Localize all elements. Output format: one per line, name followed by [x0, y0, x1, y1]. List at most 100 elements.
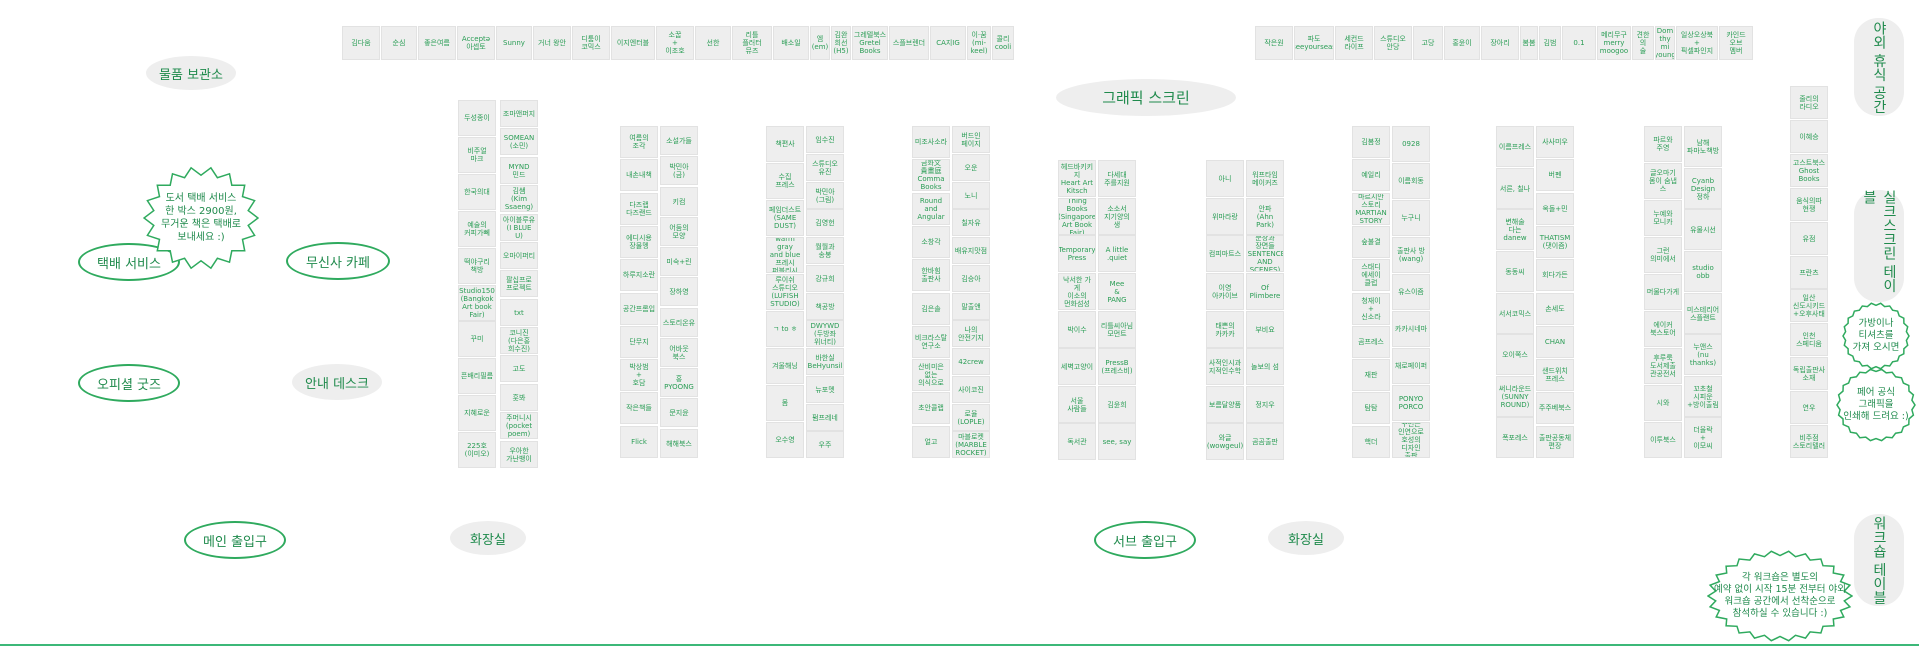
booth[interactable]: 와글 (wowgeul)	[1206, 423, 1244, 460]
booth[interactable]: THATISM (댓이즘)	[1536, 226, 1574, 258]
booth[interactable]: 스태디 에세이 클럽	[1352, 259, 1390, 291]
booth[interactable]: 거너 왕안	[533, 26, 571, 60]
booth[interactable]: 홍윤이	[1444, 26, 1480, 60]
booth[interactable]: 독립출판사 소재	[1790, 357, 1828, 390]
booth[interactable]: 다세대 주를지원	[1098, 160, 1136, 197]
booth[interactable]: 파르와 주영	[1644, 126, 1682, 162]
booth[interactable]: 비주점 스토리텔러	[1790, 425, 1828, 458]
booth[interactable]: 박민아 (그림)	[806, 182, 844, 209]
booth[interactable]: Dom thy mi young	[1655, 26, 1675, 60]
graphic-screen[interactable]: 그래픽 스크린	[1056, 79, 1236, 116]
booth[interactable]: Round and Angular	[912, 193, 950, 225]
booth[interactable]: 서울 사람들	[1058, 386, 1096, 423]
booth[interactable]: 주머니시 (pocket poem)	[500, 412, 538, 439]
booth[interactable]: 42crew	[952, 348, 990, 375]
booth[interactable]: Cyanb Design 정하	[1684, 168, 1722, 209]
booth[interactable]: 수집 프레스	[766, 163, 804, 199]
workshop-table[interactable]: 워크숍 테이블	[1854, 514, 1904, 606]
booth[interactable]: studio obb	[1684, 251, 1722, 292]
booth[interactable]: 고스트북스 Ghost Books	[1790, 154, 1828, 187]
silkscreen-table[interactable]: 실크스크린 테이블	[1854, 190, 1904, 302]
booth[interactable]: 이투북스	[1644, 422, 1682, 458]
booth[interactable]: Temporary Press	[1058, 235, 1096, 272]
booth[interactable]: 이름프레스	[1496, 126, 1534, 167]
booth[interactable]: 월월과 송봉	[806, 237, 844, 264]
booth[interactable]: 서서코믹스	[1496, 293, 1534, 334]
booth[interactable]: 여름의 조각	[620, 126, 658, 158]
booth[interactable]: Flick	[620, 426, 658, 458]
booth[interactable]: 출판사 방 (wang)	[1392, 237, 1430, 273]
booth[interactable]: 핵더	[1352, 426, 1390, 458]
booth[interactable]: 꼬초철 시피운 +방이출림	[1684, 376, 1722, 417]
booth[interactable]: 이혜승	[1790, 120, 1828, 153]
booth[interactable]: 몸	[766, 385, 804, 421]
booth[interactable]: 리틀씨아님 모먼트	[1098, 311, 1136, 348]
booth[interactable]: 낙서한 가 게 이소의 먼화섬성	[1058, 273, 1096, 310]
booth[interactable]: 샌드위치 프레스	[1536, 359, 1574, 391]
booth[interactable]: Studio150 (Bangkok Art book Fair)	[458, 285, 496, 321]
booth[interactable]: 회다가든	[1536, 259, 1574, 291]
booth[interactable]: 손세도	[1536, 293, 1574, 325]
booth[interactable]: Thing Books (Singapore Art Book Fair)	[1058, 198, 1096, 235]
booth[interactable]: 곰곰출판	[1246, 423, 1284, 460]
booth[interactable]: 써니라운드 (SUNNY ROUND)	[1496, 376, 1534, 417]
booth[interactable]: see, say	[1098, 423, 1136, 460]
booth[interactable]: 김다움	[342, 26, 380, 60]
booth[interactable]: 겨울해닝	[766, 348, 804, 384]
booth[interactable]: 픈배리필름	[458, 358, 496, 394]
booth[interactable]: 컴피마트스	[1206, 235, 1244, 272]
booth[interactable]: 김윤희	[1098, 386, 1136, 423]
booth[interactable]: 박민아 (금)	[660, 156, 698, 185]
booth[interactable]: 책공방	[806, 293, 844, 320]
booth[interactable]: 칠자유	[952, 209, 990, 236]
booth[interactable]: Of Plimbere	[1246, 273, 1284, 310]
booth[interactable]: 리틀 플러터 뮤즈	[732, 26, 772, 60]
booth[interactable]: 소소서 지기양의 생	[1098, 198, 1136, 235]
booth[interactable]: 보름달양품	[1206, 386, 1244, 423]
booth[interactable]: 부비요	[1246, 311, 1284, 348]
booth[interactable]: 내손내책	[620, 159, 658, 191]
booth[interactable]: 작은원	[1255, 26, 1293, 60]
booth[interactable]: 후루룩 도서제출 관공전서	[1644, 348, 1682, 384]
booth[interactable]: 그런 의미에서	[1644, 237, 1682, 273]
booth[interactable]: 인천 스페디움	[1790, 323, 1828, 356]
booth[interactable]: 로율 (LOPLE)	[952, 404, 990, 431]
booth[interactable]: 펌프레네	[806, 404, 844, 431]
booth[interactable]: CHAN	[1536, 326, 1574, 358]
booth[interactable]: 채로페이퍼	[1392, 348, 1430, 384]
booth[interactable]: 조마앤퍼지	[500, 100, 538, 127]
booth[interactable]: 곰프레스	[1352, 326, 1390, 358]
booth[interactable]: 우주	[806, 431, 844, 458]
booth[interactable]: 좋은여름	[418, 26, 456, 60]
booth[interactable]: A little .quiet	[1098, 235, 1136, 272]
booth[interactable]: 정지우	[1246, 386, 1284, 423]
booth[interactable]: 이영 아카이브	[1206, 273, 1244, 310]
booth[interactable]: 카카시네마	[1392, 311, 1430, 347]
booth[interactable]: 동동씨	[1496, 251, 1534, 292]
booth[interactable]: Sunny	[496, 26, 532, 60]
booth[interactable]: 줄리의 라디오	[1790, 86, 1828, 119]
booth[interactable]: 버드인 페이지	[952, 126, 990, 153]
booth[interactable]: 노니	[952, 182, 990, 209]
booth[interactable]: 주주베북스	[1536, 392, 1574, 424]
booth[interactable]: 청재이 + 신소라	[1352, 293, 1390, 325]
booth[interactable]: 김봄정	[1352, 126, 1390, 158]
booth[interactable]: 헤드바키키 지 Heart Art Kitsch	[1058, 160, 1096, 197]
booth[interactable]: 작은책들	[620, 392, 658, 424]
booth[interactable]: 마블로켓 (MARBLE ROCKET)	[952, 431, 990, 458]
booth[interactable]: Mee & PANG	[1098, 273, 1136, 310]
main-entrance[interactable]: 메인 출입구	[184, 521, 286, 559]
booth[interactable]: 우아한 가난뱅이	[500, 441, 538, 468]
booth[interactable]: 이름회동	[1392, 163, 1430, 199]
booth[interactable]: 나의 안전기지	[952, 320, 990, 347]
booth[interactable]: 지혜로운	[458, 395, 496, 431]
storage-area[interactable]: 물품 보관소	[146, 56, 236, 90]
booth[interactable]: 한바힘 출판사	[912, 259, 950, 291]
booth[interactable]: 사이코진	[952, 376, 990, 403]
booth[interactable]: 움식의따 현쟁	[1790, 188, 1828, 221]
booth[interactable]: 김은솔	[912, 293, 950, 325]
booth[interactable]: 서른, 칠나	[1496, 168, 1534, 209]
booth[interactable]: 박이수	[1058, 311, 1096, 348]
booth[interactable]: 견한 의 술	[1632, 26, 1654, 60]
booth[interactable]: 이·꿈 (mi- keel)	[967, 26, 991, 60]
